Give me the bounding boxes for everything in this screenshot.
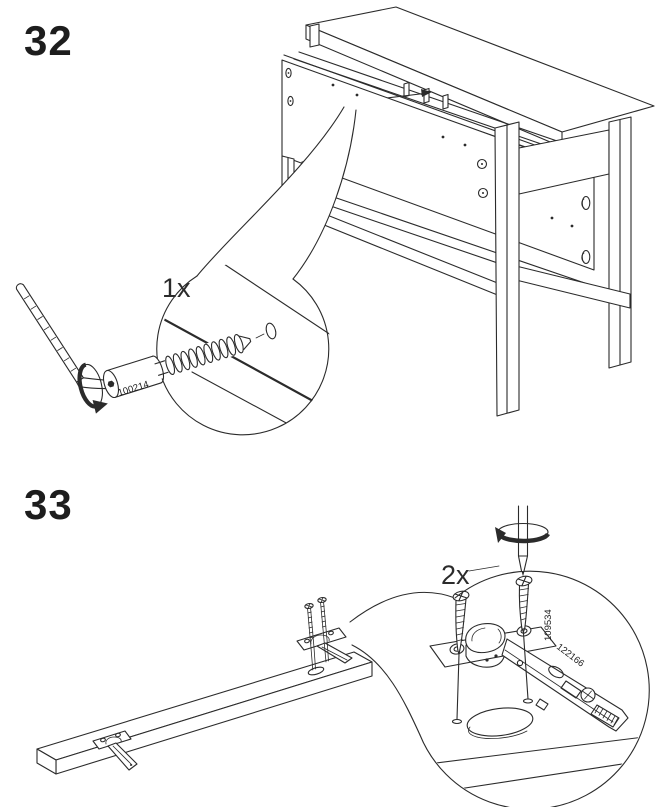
screw-threads bbox=[165, 334, 244, 376]
magnifier-callout-33 bbox=[349, 570, 650, 807]
callout-screw-right bbox=[515, 575, 534, 704]
allen-key-icon bbox=[15, 283, 111, 414]
callout-screw-left bbox=[451, 590, 470, 725]
step-32: 32 bbox=[15, 6, 655, 436]
rotation-arrow bbox=[77, 362, 108, 414]
hinge-arm bbox=[501, 638, 629, 732]
small-screw-right bbox=[317, 596, 329, 663]
quantity-label: 1x bbox=[162, 273, 191, 303]
magnified-hinge-detail bbox=[419, 623, 648, 791]
desk-illustration bbox=[281, 6, 655, 417]
plank-illustration bbox=[36, 651, 373, 775]
arrow-head bbox=[421, 89, 432, 97]
hinge-attached bbox=[92, 730, 138, 771]
hinge-cup bbox=[465, 623, 506, 654]
hinge-loose bbox=[296, 627, 353, 664]
side-apron bbox=[518, 129, 610, 195]
screw-100214 bbox=[102, 332, 252, 399]
screwdriver-icon bbox=[495, 505, 550, 577]
callout-funnel bbox=[350, 592, 455, 735]
step-33: 33 bbox=[24, 481, 650, 807]
magnifier-callout-32 bbox=[156, 106, 357, 436]
callout-funnel bbox=[197, 107, 356, 279]
back-rail-end bbox=[309, 23, 320, 48]
magnified-rail-detail bbox=[159, 263, 331, 432]
part-number-109534: 109534 bbox=[543, 609, 554, 641]
small-screw-left bbox=[304, 602, 316, 671]
quantity-label: 2x bbox=[441, 560, 470, 590]
panel-pilot-holes bbox=[331, 83, 574, 228]
step-number: 33 bbox=[24, 481, 73, 528]
rotation-arrow bbox=[495, 522, 550, 544]
step-number: 32 bbox=[24, 17, 73, 64]
